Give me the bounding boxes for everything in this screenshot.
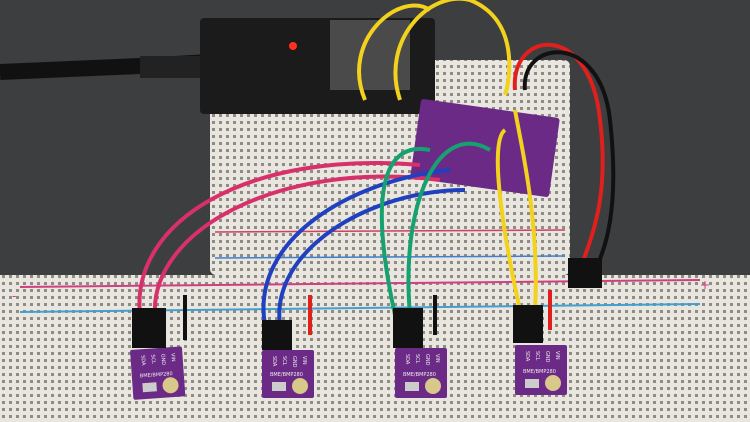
pin-label-scl: SCL: [281, 356, 287, 366]
pin-label-vin: VIN: [554, 351, 560, 360]
jumper-wires: [137, 0, 616, 340]
pin-label-scl: SCL: [534, 351, 540, 361]
header-connectors: [132, 258, 602, 350]
pin-label-vin: VIN: [169, 353, 176, 362]
pin-label-scl: SCL: [149, 354, 156, 364]
pin-label-gnd: GND: [159, 354, 166, 366]
pin-label-vin: VIN: [301, 356, 307, 365]
sensor-board-4: SDA SCL GND VIN BME/BMP280: [515, 345, 567, 395]
pin-label-gnd: GND: [291, 356, 297, 368]
pin-label-scl: SCL: [414, 354, 420, 364]
lower-breadboard: [0, 275, 750, 422]
sensor-board-1: SDA SCL GND VIN BME/BMP280: [130, 346, 186, 400]
sensor-model-label: BME/BMP280: [403, 372, 436, 378]
pin-label-sda: SDA: [524, 351, 530, 362]
power-led: [289, 42, 297, 50]
pin-label-sda: SDA: [271, 356, 277, 367]
rail-minus-label: -: [12, 289, 16, 303]
pin-label-sda: SDA: [404, 354, 410, 365]
sensor-model-label: BME/BMP280: [270, 372, 303, 378]
pin-label-sda: SDA: [139, 355, 146, 366]
pin-label-vin: VIN: [434, 354, 440, 363]
usb-connector: [140, 56, 205, 78]
rail-plus-label: +: [700, 278, 710, 292]
sensor-model-label: BME/BMP280: [523, 369, 556, 375]
pin-label-gnd: GND: [424, 354, 430, 366]
sensor-board-2: SDA SCL GND VIN BME/BMP280: [262, 350, 314, 398]
sensor-board-3: SDA SCL GND VIN BME/BMP280: [395, 348, 447, 398]
sensor-model-label: BME/BMP280: [140, 371, 173, 379]
pin-label-gnd: GND: [544, 351, 550, 363]
